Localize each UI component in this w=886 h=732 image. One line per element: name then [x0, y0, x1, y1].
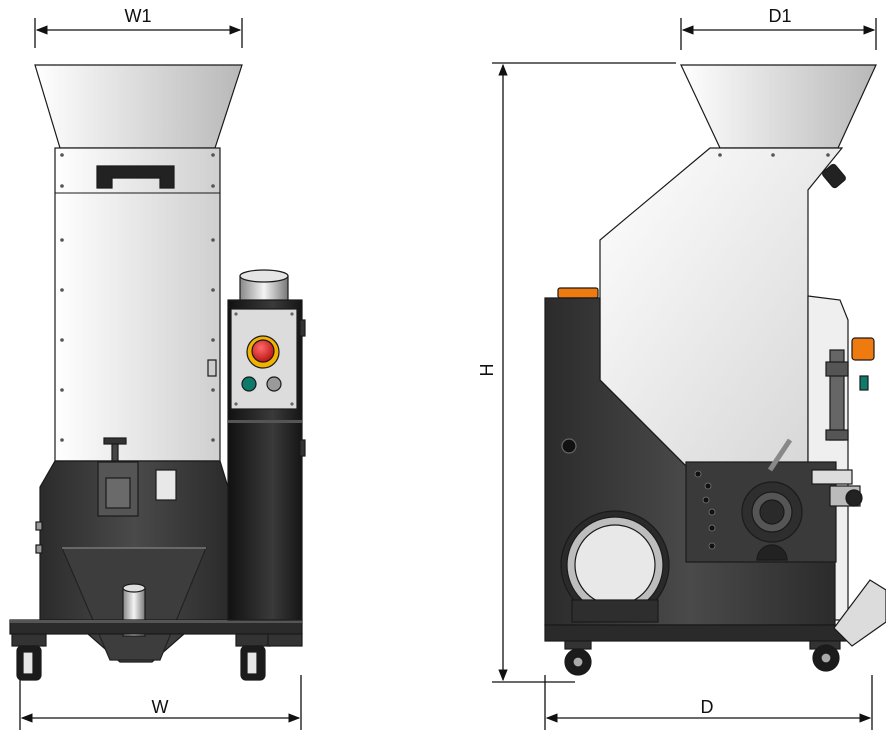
- stop-button: [266, 376, 282, 392]
- side-castor-left: [564, 640, 592, 676]
- side-top-beacon: [557, 287, 599, 299]
- d1-label: D1: [768, 6, 791, 26]
- side-view: [544, 64, 886, 676]
- d-label: D: [701, 697, 714, 717]
- panel-rivets: [60, 153, 215, 442]
- front-castor-right: [267, 633, 303, 647]
- front-level-indicator: [155, 469, 177, 501]
- start-button: [241, 376, 257, 392]
- front-cutting-chamber-panel: [54, 147, 221, 462]
- side-base-frame: [544, 624, 851, 642]
- front-castor-left: [11, 633, 47, 681]
- side-discharge-chute: [833, 579, 886, 647]
- dimension-lines: [19, 18, 877, 730]
- side-castor-right: [809, 640, 841, 672]
- front-castor-mid: [235, 633, 271, 681]
- front-hopper: [34, 64, 243, 149]
- side-clamp-knob: [822, 163, 846, 189]
- front-view: [9, 64, 306, 681]
- panel-handle: [96, 165, 175, 189]
- side-warning-light: [851, 337, 875, 361]
- w1-label: W1: [125, 6, 152, 26]
- dimension-labels: W1 W D1 D H: [125, 6, 792, 717]
- side-hopper: [680, 64, 877, 149]
- h-label: H: [477, 364, 497, 377]
- w-label: W: [152, 697, 169, 717]
- emergency-stop-button: [251, 339, 275, 363]
